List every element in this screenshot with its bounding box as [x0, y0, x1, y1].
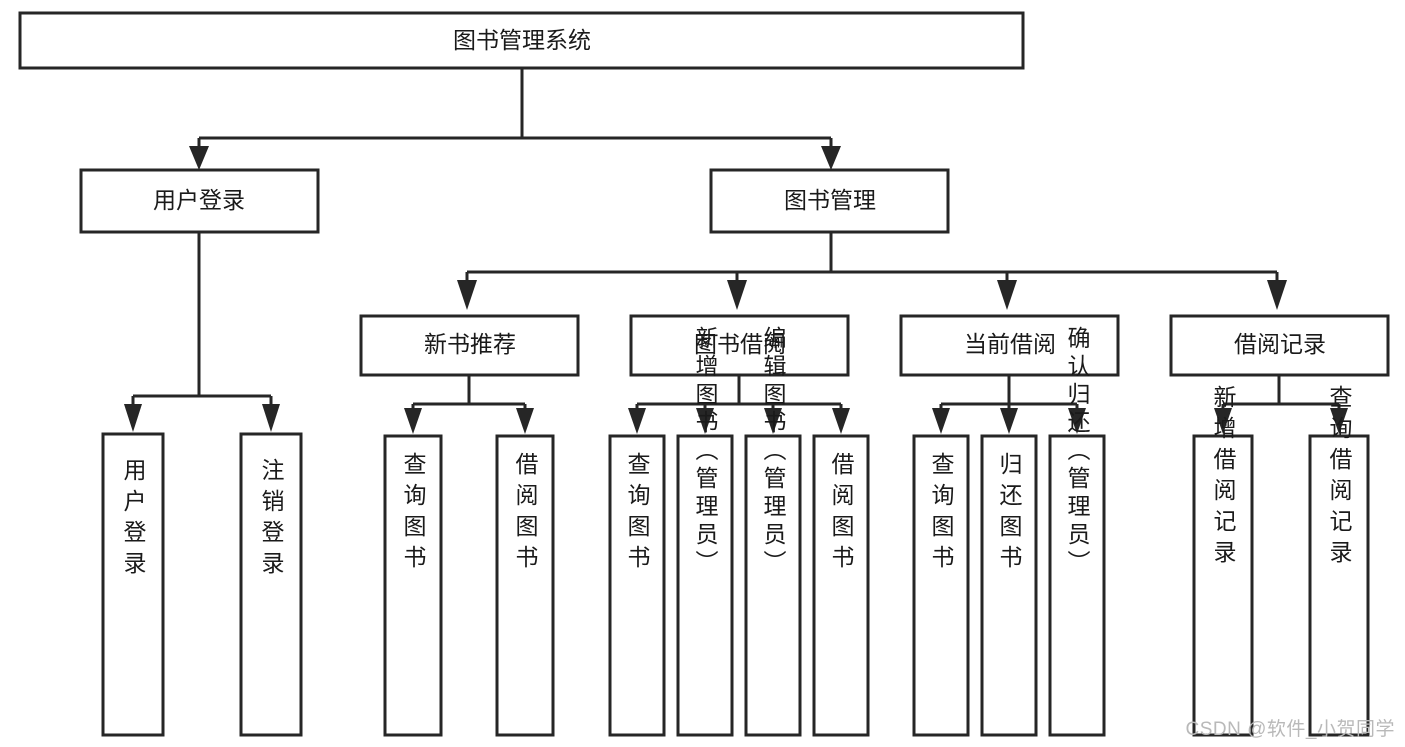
node-new-book-recommend[interactable]: 新书推荐 [359, 314, 580, 377]
node-book-borrow-label: 图书借阅 [694, 331, 786, 357]
leaf-node-query-book-a-label: 查询图书 [400, 452, 427, 576]
leaf-node-user-login-label: 用户登录 [120, 458, 147, 582]
arrow-head-user-login [189, 146, 209, 170]
leaf-node-query-book-c-label: 查询图书 [928, 452, 955, 576]
arrow-head-leaf-8 [832, 408, 850, 434]
arrow-head-book-mgmt [821, 146, 841, 170]
leaf-node-add-book-admin-label: 新增图书（管理员） [692, 326, 719, 578]
connector-layer [124, 69, 1348, 434]
node-book-borrow[interactable]: 图书借阅 [629, 314, 850, 377]
arrow-head-leaf-7 [764, 408, 782, 434]
leaf-node-query-book-a[interactable]: 查询图书 [383, 434, 443, 737]
node-root-system[interactable]: 图书管理系统 [18, 11, 1025, 70]
node-borrow-record-label: 借阅记录 [1234, 331, 1326, 357]
arrow-head-new-book-rec [457, 280, 477, 310]
leaf-node-edit-book-admin-label: 编辑图书（管理员） [760, 326, 787, 578]
leaf-node-borrow-book-a-label: 借阅图书 [512, 452, 539, 576]
leaf-node-borrow-book-a[interactable]: 借阅图书 [495, 434, 555, 737]
leaf-node-add-borrow-record-label: 新增借阅记录 [1210, 385, 1237, 571]
node-current-borrow-label: 当前借阅 [964, 331, 1056, 357]
arrow-head-current-borrow [997, 280, 1017, 310]
arrow-head-leaf-9 [932, 408, 950, 434]
leaf-node-query-book-b[interactable]: 查询图书 [608, 434, 666, 737]
leaf-node-query-book-b-label: 查询图书 [624, 452, 651, 576]
arrow-head-leaf-12 [1214, 408, 1232, 434]
arrow-head-leaf-13 [1330, 408, 1348, 434]
arrow-head-leaf-2 [262, 404, 280, 432]
leaf-node-borrow-book-b-label: 借阅图书 [828, 452, 855, 576]
node-current-borrow[interactable]: 当前借阅 [899, 314, 1120, 377]
leaf-node-return-book-label: 归还图书 [996, 452, 1023, 576]
leaf-node-add-borrow-record[interactable]: 新增借阅记录 [1192, 385, 1254, 737]
leaf-node-borrow-book-b[interactable]: 借阅图书 [812, 434, 870, 737]
leaf-node-user-login[interactable]: 用户登录 [101, 432, 165, 737]
node-user-login[interactable]: 用户登录 [79, 168, 320, 234]
leaf-node-add-book-admin[interactable]: 新增图书（管理员） [676, 326, 734, 737]
arrow-head-leaf-10 [1000, 408, 1018, 434]
arrow-head-borrow-record [1267, 280, 1287, 310]
leaf-node-return-book[interactable]: 归还图书 [980, 434, 1038, 737]
arrow-head-leaf-5 [628, 408, 646, 434]
node-book-management[interactable]: 图书管理 [709, 168, 950, 234]
leaf-node-logout-label: 注销登录 [258, 458, 285, 582]
arrow-head-leaf-4 [516, 408, 534, 434]
leaf-node-query-borrow-record[interactable]: 查询借阅记录 [1308, 385, 1370, 737]
arrow-head-book-borrow [727, 280, 747, 310]
leaf-node-edit-book-admin[interactable]: 编辑图书（管理员） [744, 326, 802, 737]
node-root-system-label: 图书管理系统 [453, 27, 591, 53]
leaf-node-confirm-return-admin[interactable]: 确认归还（管理员） [1048, 326, 1106, 737]
arrow-head-leaf-6 [696, 408, 714, 434]
leaf-node-logout[interactable]: 注销登录 [239, 432, 303, 737]
node-user-login-label: 用户登录 [153, 187, 245, 213]
leaf-node-query-borrow-record-label: 查询借阅记录 [1326, 385, 1353, 571]
arrow-head-leaf-3 [404, 408, 422, 434]
node-book-management-label: 图书管理 [784, 187, 876, 213]
leaf-node-query-book-c[interactable]: 查询图书 [912, 434, 970, 737]
csdn-watermark: CSDN @软件_小贺同学 [1185, 719, 1395, 740]
arrow-head-leaf-11 [1068, 408, 1086, 434]
node-new-book-recommend-label: 新书推荐 [424, 331, 516, 357]
arrow-head-leaf-1 [124, 404, 142, 432]
node-borrow-record[interactable]: 借阅记录 [1169, 314, 1390, 377]
leaf-node-confirm-return-admin-label: 确认归还（管理员） [1064, 326, 1091, 578]
